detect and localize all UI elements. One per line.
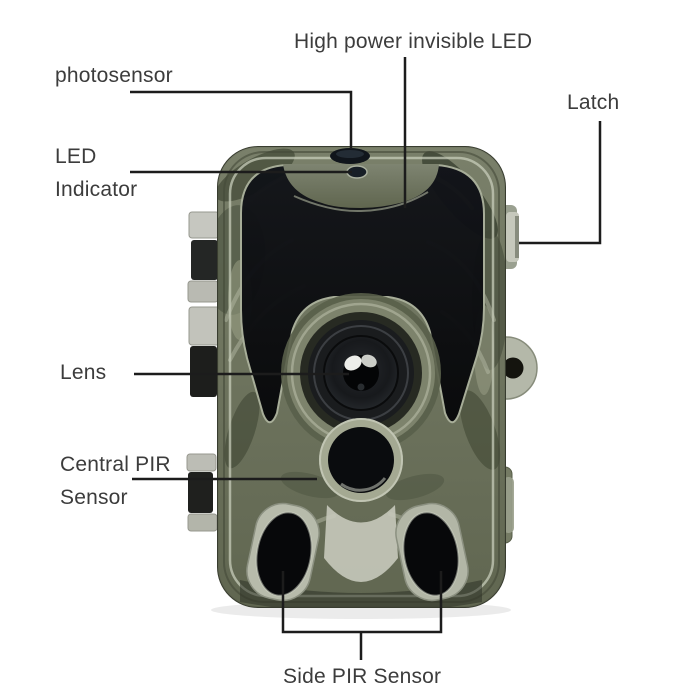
- lens-highlight: [344, 355, 362, 371]
- lens-assembly: [281, 293, 441, 453]
- side-pir-left: [255, 511, 313, 597]
- lock-hole: [502, 357, 524, 379]
- central-pir-sensor: [319, 418, 403, 502]
- side-pir-sensors: [246, 502, 469, 602]
- side-pir-right: [402, 511, 460, 597]
- label-photosensor: photosensor: [55, 64, 173, 87]
- camera-body: [217, 146, 506, 608]
- leader-latch: [519, 121, 602, 245]
- label-side-pir: Side PIR Sensor: [283, 665, 442, 688]
- leader-lines: [130, 57, 602, 660]
- left-strap-clips: [186, 211, 221, 532]
- label-latch: Latch: [567, 91, 620, 114]
- leader-photosensor: [130, 90, 353, 149]
- label-high-power-led: High power invisible LED: [294, 30, 533, 53]
- label-central-pir: Central PIR Sensor: [60, 453, 171, 509]
- label-lens: Lens: [60, 361, 107, 384]
- forehead-band: [283, 164, 439, 208]
- label-led-indicator: LED Indicator: [55, 145, 138, 201]
